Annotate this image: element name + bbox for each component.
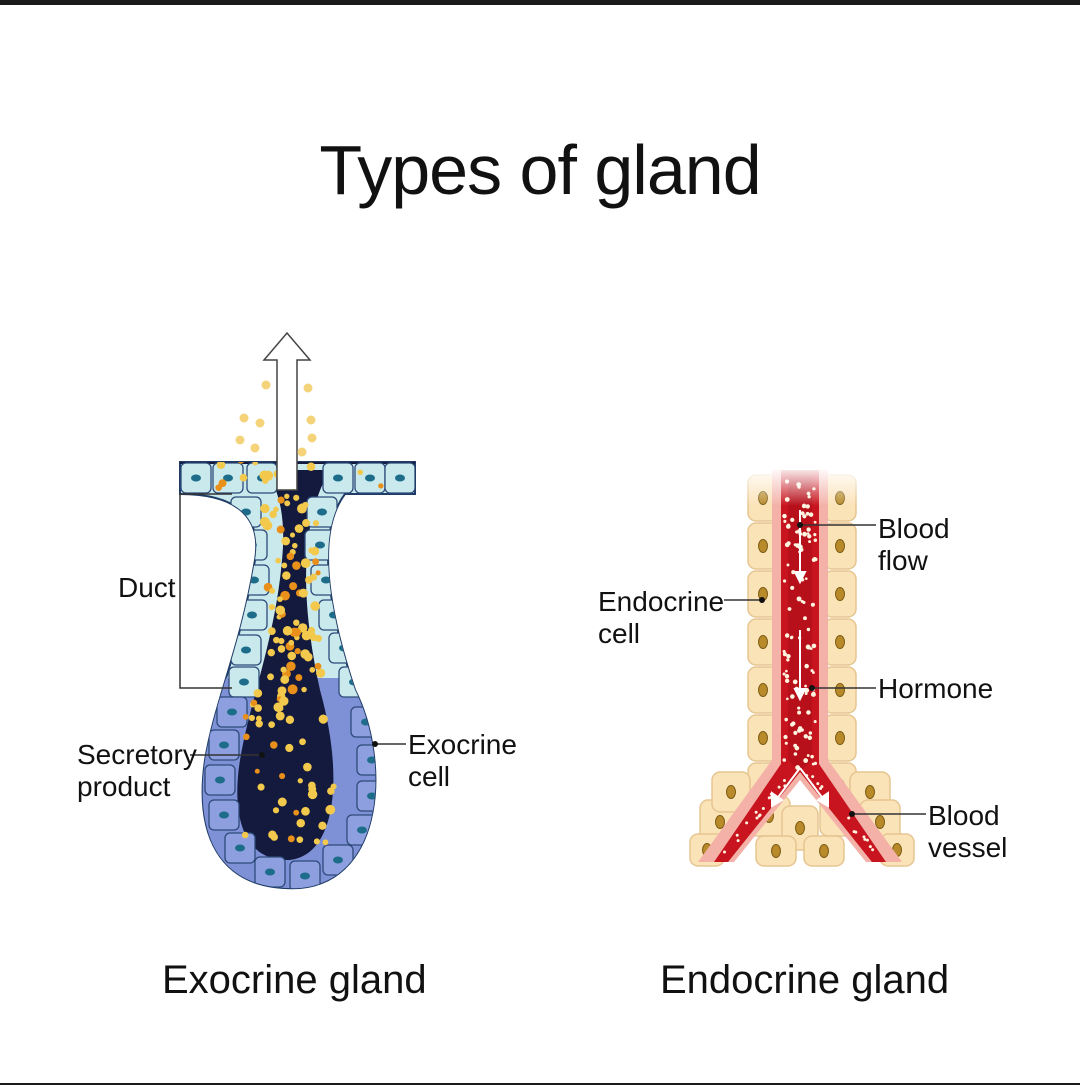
- exocrine-caption: Exocrine gland: [162, 958, 427, 1002]
- top-border: [0, 0, 1080, 5]
- endocrine-caption: Endocrine gland: [660, 958, 950, 1002]
- page-title: Types of gland: [319, 131, 761, 209]
- blood-flow-label: Blood flow: [878, 513, 950, 576]
- duct-label: Duct: [118, 572, 176, 603]
- exocrine-cell-label: Exocrine cell: [408, 729, 517, 792]
- secretion-arrow: [262, 331, 312, 491]
- bottom-border: [0, 1083, 1080, 1085]
- secretory-product-label: Secretory product: [77, 739, 197, 802]
- endocrine-cell-label: Endocrine cell: [598, 586, 725, 649]
- gland-lumen: [237, 470, 334, 861]
- hormone-label: Hormone: [878, 673, 994, 704]
- blood-vessel-label: Blood vessel: [928, 800, 1008, 863]
- duct-bracket: [179, 493, 232, 689]
